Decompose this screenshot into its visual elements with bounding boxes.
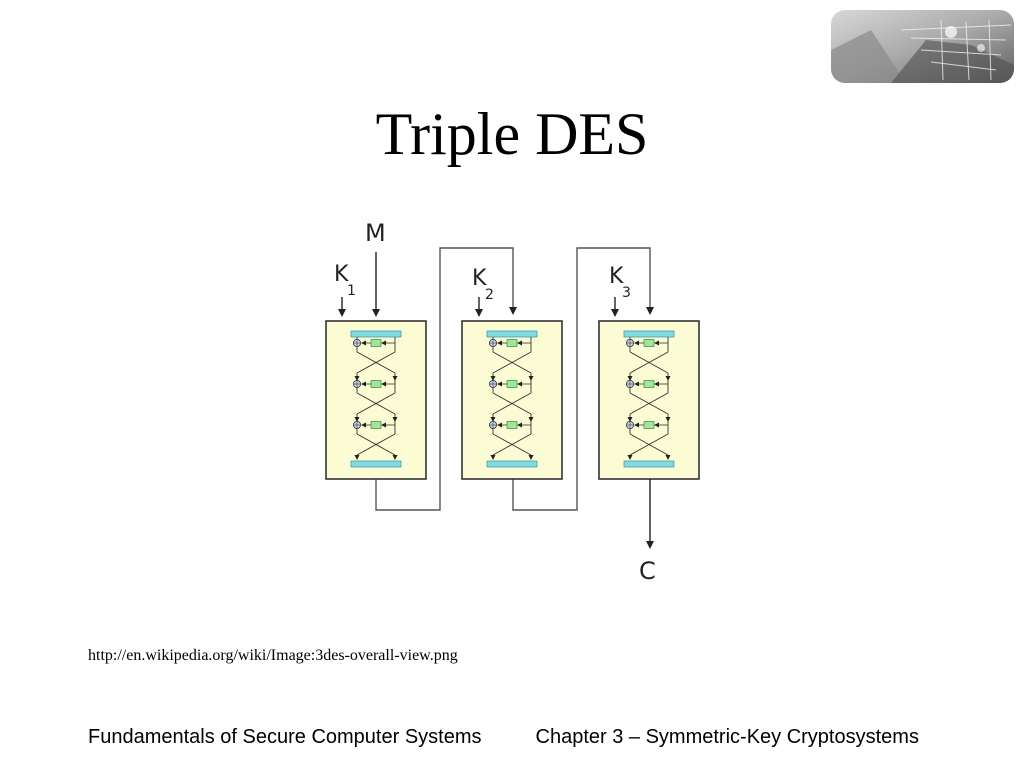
- swap-wire: [629, 351, 669, 374]
- slide-title: Triple DES: [375, 101, 649, 167]
- key3-label: K 3: [609, 264, 631, 301]
- key3-letter: K: [609, 264, 624, 289]
- swap-wire: [492, 392, 532, 415]
- footer-course-title: Fundamentals of Secure Computer Systems: [88, 726, 482, 748]
- f-function-box: [643, 339, 655, 347]
- triple-des-svg: M K 1 K 2 K 3 C: [325, 219, 700, 585]
- triple-des-diagram: M K 1 K 2 K 3 C: [320, 215, 710, 590]
- f-function-box: [506, 421, 518, 429]
- swap-wire: [492, 351, 532, 374]
- key1-label: K 1: [334, 262, 356, 299]
- block-frame: [325, 320, 427, 480]
- industrial-photo-logo: [831, 10, 1014, 83]
- block-frame: [598, 320, 700, 480]
- f-function-box: [506, 339, 518, 347]
- connection-wires: [375, 247, 654, 511]
- swap-wire: [356, 351, 396, 374]
- des-block-2: [461, 320, 563, 480]
- output-label: C: [639, 557, 656, 585]
- key1-letter: K: [334, 262, 349, 287]
- block-frame: [461, 320, 563, 480]
- f-function-box: [506, 380, 518, 388]
- f-function-box: [643, 421, 655, 429]
- swap-wire: [629, 392, 669, 415]
- des-block-3: [598, 320, 700, 480]
- swap-wire: [492, 433, 532, 456]
- key1-index: 1: [347, 283, 356, 299]
- footer: Fundamentals of Secure Computer Systems C…: [88, 724, 948, 751]
- swap-wire: [356, 392, 396, 415]
- input-label: M: [365, 219, 386, 247]
- swap-wire: [356, 433, 396, 456]
- image-source-link[interactable]: http://en.wikipedia.org/wiki/Image:3des-…: [88, 647, 458, 664]
- initial-permutation-bar: [350, 330, 402, 338]
- swap-wire: [629, 433, 669, 456]
- final-permutation-bar: [486, 460, 538, 468]
- initial-permutation-bar: [486, 330, 538, 338]
- key3-index: 3: [622, 285, 631, 301]
- f-function-box: [370, 339, 382, 347]
- key2-index: 2: [485, 287, 494, 303]
- logo-image: [831, 10, 1014, 83]
- key2-label: K 2: [472, 266, 494, 303]
- f-function-box: [643, 380, 655, 388]
- key2-letter: K: [472, 266, 487, 291]
- f-function-box: [370, 380, 382, 388]
- final-permutation-bar: [623, 460, 675, 468]
- des-block-1: [325, 320, 427, 480]
- f-function-box: [370, 421, 382, 429]
- footer-chapter-title: Chapter 3 – Symmetric-Key Cryptosystems: [535, 726, 919, 748]
- initial-permutation-bar: [623, 330, 675, 338]
- final-permutation-bar: [350, 460, 402, 468]
